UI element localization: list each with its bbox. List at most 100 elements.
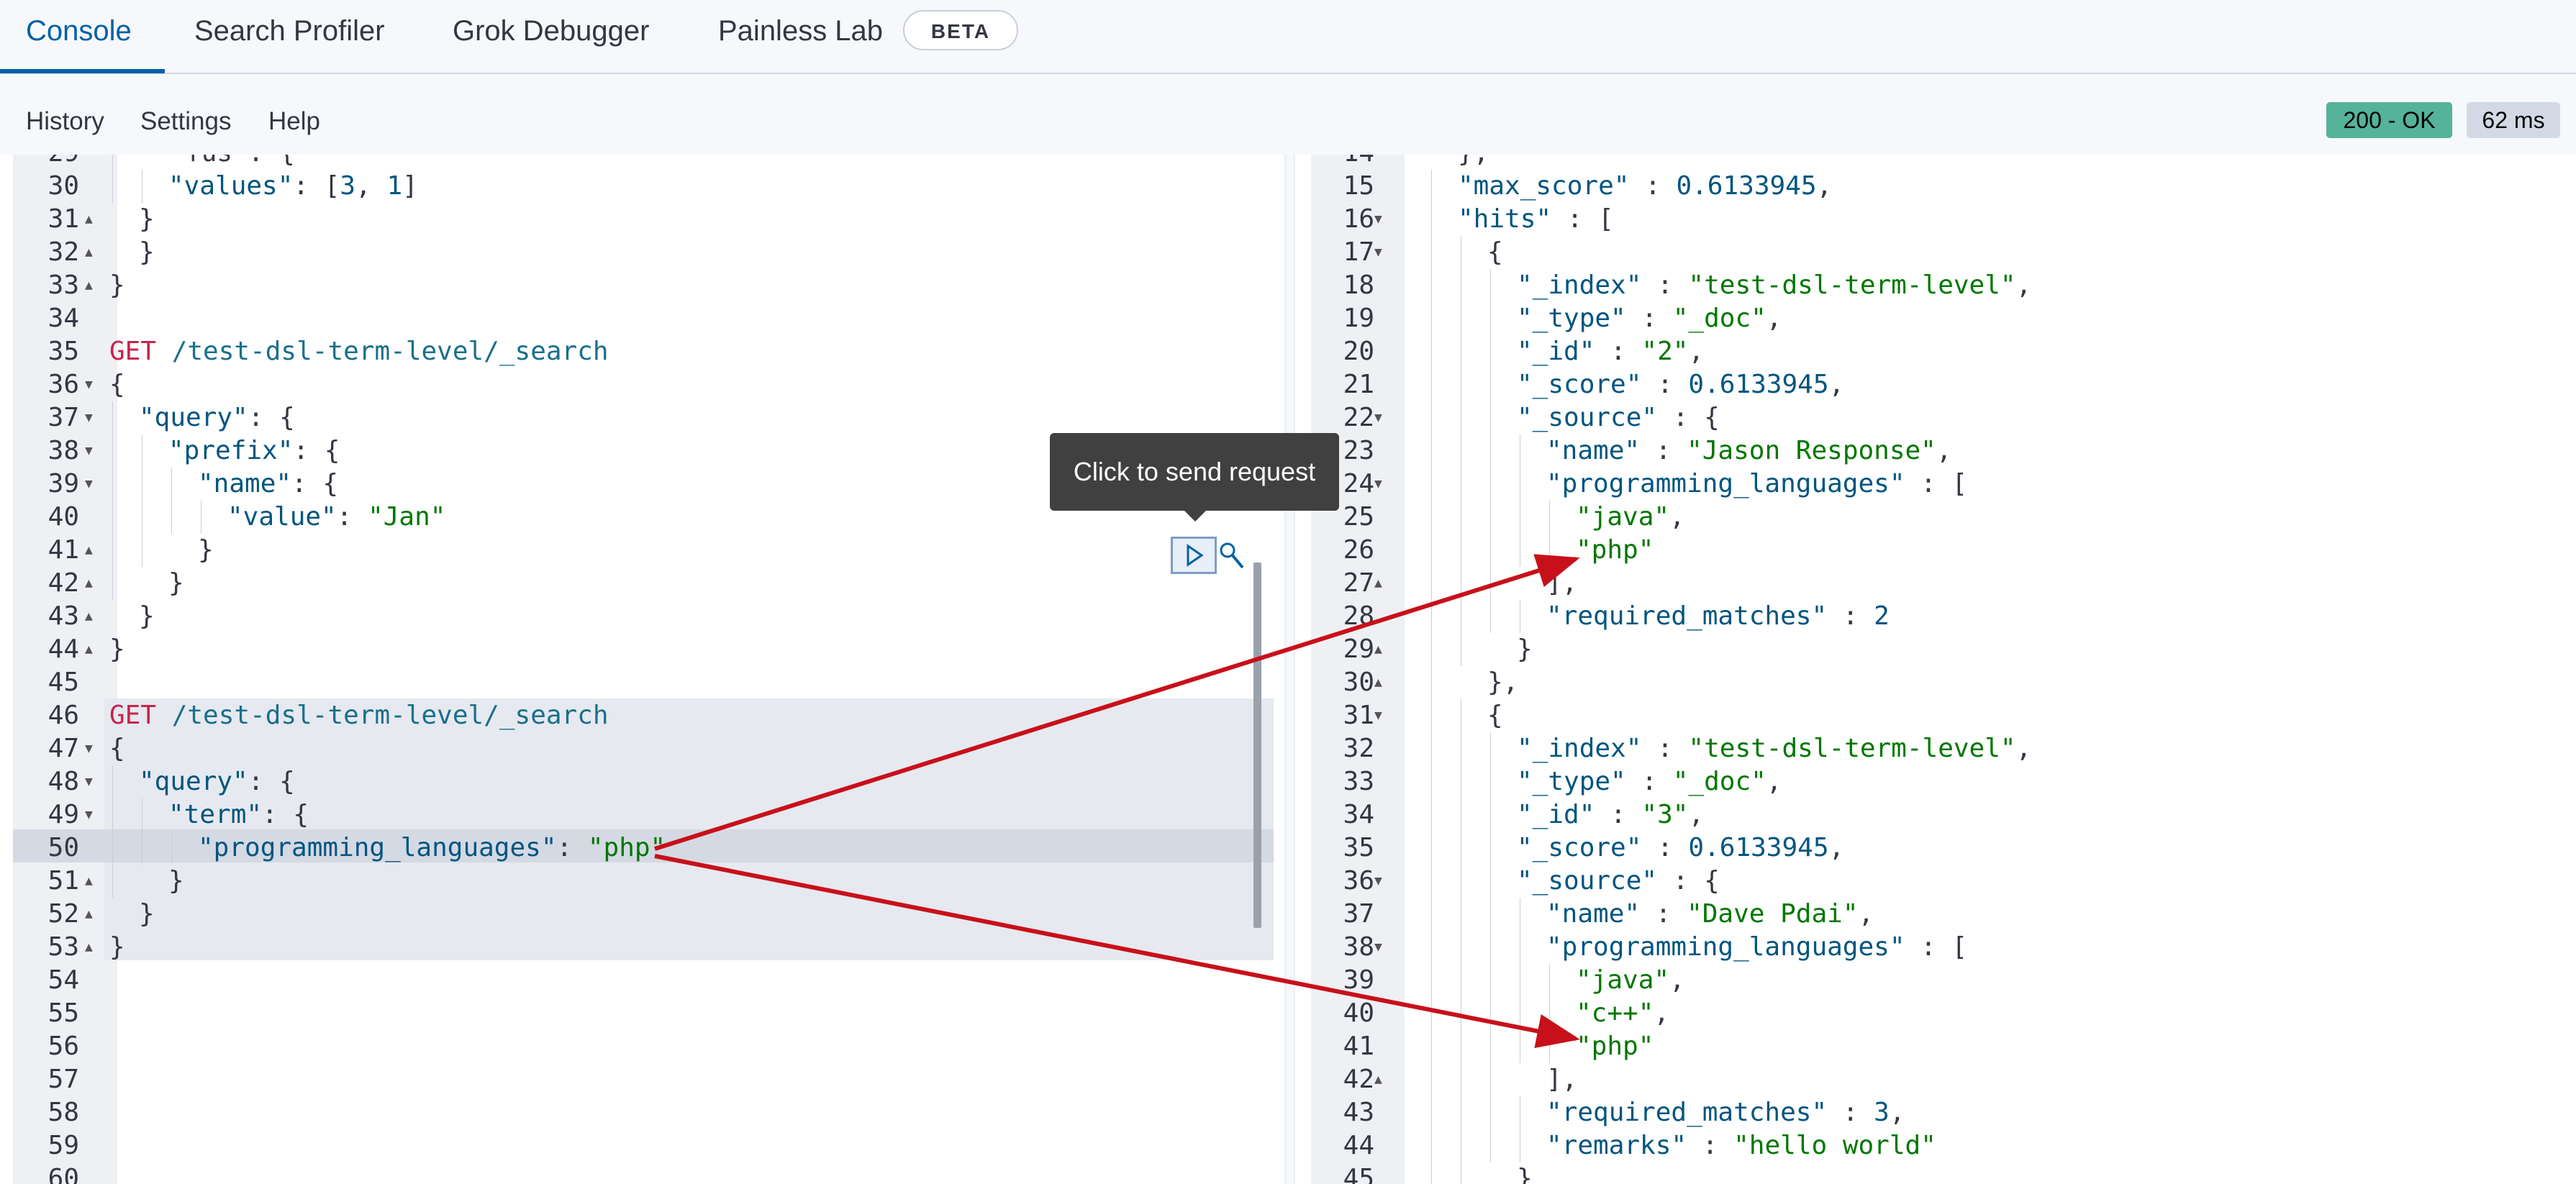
code-text: "php": [1576, 1030, 1654, 1063]
token-pun: :: [1625, 767, 1673, 796]
line-number: 33: [1343, 767, 1374, 796]
token-pun: : [: [293, 171, 340, 201]
token-pun: }: [168, 866, 184, 896]
code-text: "name" : "Dave Pdai",: [1546, 898, 1874, 931]
token-num: 0.6133945: [1688, 833, 1829, 862]
indent-guide: [1490, 898, 1491, 931]
token-pun: }: [198, 535, 214, 565]
code-text: }: [1517, 1162, 1533, 1184]
fold-toggle-icon[interactable]: ▲: [85, 245, 93, 260]
fold-toggle-icon[interactable]: ▼: [1374, 476, 1382, 491]
pane-resizer[interactable]: [1284, 155, 1295, 1184]
indent-guide: [1490, 1063, 1491, 1096]
line-number: 48: [47, 767, 79, 796]
settings-menu-item[interactable]: Settings: [140, 107, 232, 135]
fold-toggle-icon[interactable]: ▲: [1374, 642, 1382, 657]
code-text: "name" : "Jason Response",: [1546, 434, 1952, 468]
fold-toggle-icon[interactable]: ▲: [1374, 1072, 1382, 1087]
fold-toggle-icon[interactable]: ▼: [1374, 708, 1382, 723]
line-number: 31: [47, 204, 79, 234]
fold-toggle-icon[interactable]: ▲: [1374, 675, 1382, 690]
code-text: "programming_languages": "php": [198, 832, 666, 865]
token-key: "_score": [1517, 370, 1642, 399]
help-menu-item[interactable]: Help: [268, 107, 320, 135]
indent-guide: [1431, 997, 1432, 1030]
fold-toggle-icon[interactable]: ▲: [85, 278, 93, 293]
line-number: 18: [1343, 270, 1374, 300]
code-text: "programming_languages" : [: [1546, 468, 1967, 501]
fold-toggle-icon[interactable]: ▼: [1374, 873, 1382, 888]
line-number: 58: [47, 1098, 79, 1127]
token-pun: }: [139, 204, 155, 234]
tab-search-profiler[interactable]: Search Profiler: [194, 15, 385, 47]
line-number: 40: [47, 502, 79, 532]
line-number: 57: [47, 1065, 79, 1094]
fold-toggle-icon[interactable]: ▼: [85, 741, 93, 756]
token-key: "programming_languages": [1546, 469, 1905, 498]
fold-toggle-icon[interactable]: ▲: [85, 211, 93, 227]
response-viewer[interactable]: 14},15"max_score" : 0.6133945,16▼"hits" …: [1295, 155, 2576, 1184]
indent-guide: [1431, 401, 1432, 434]
indent-guide: [1490, 765, 1491, 798]
fold-toggle-icon[interactable]: ▼: [1374, 939, 1382, 955]
line-number: 41: [47, 535, 79, 565]
token-pun: :: [1641, 270, 1689, 300]
fold-toggle-icon[interactable]: ▲: [85, 906, 93, 921]
beta-badge: BETA: [903, 10, 1018, 50]
history-menu-item[interactable]: History: [26, 107, 104, 135]
code-text: }: [139, 236, 155, 269]
line-number: 27: [1343, 568, 1374, 598]
token-pun: }: [109, 932, 125, 962]
line-number: 17: [1343, 237, 1374, 267]
fold-toggle-icon[interactable]: ▼: [85, 410, 93, 425]
indent-guide: [1431, 335, 1432, 368]
token-str: "php": [587, 833, 666, 862]
indent-guide: [1490, 732, 1491, 765]
indent-guide: [1490, 931, 1491, 964]
indent-guide: [1490, 501, 1491, 534]
tab-painless-lab[interactable]: Painless Lab: [718, 15, 884, 47]
fold-toggle-icon[interactable]: ▼: [1374, 245, 1382, 260]
fold-toggle-icon[interactable]: ▲: [1374, 575, 1382, 591]
line-number: 32: [1343, 734, 1374, 763]
line-number: 41: [1343, 1032, 1374, 1061]
code-text: "value": "Jan": [227, 501, 445, 534]
token-pun: :: [336, 502, 368, 532]
indent-guide: [1431, 1129, 1432, 1162]
token-pun: ],: [1546, 1065, 1578, 1094]
tab-grok-debugger[interactable]: Grok Debugger: [453, 15, 650, 47]
fold-toggle-icon[interactable]: ▲: [85, 542, 93, 557]
wrench-icon[interactable]: [1217, 540, 1246, 572]
fold-toggle-icon[interactable]: ▼: [1374, 410, 1382, 425]
fold-toggle-icon[interactable]: ▼: [1374, 211, 1382, 227]
line-number: 36: [1343, 866, 1374, 896]
token-pun: : {: [291, 469, 339, 498]
code-text: "fus": {: [139, 155, 294, 170]
fold-toggle-icon[interactable]: ▲: [85, 642, 93, 657]
indent-guide: [1431, 1063, 1432, 1096]
code-text: "values": [3, 1]: [168, 170, 418, 203]
request-editor-scrollbar[interactable]: [1253, 563, 1261, 928]
fold-toggle-icon[interactable]: ▼: [85, 476, 93, 491]
tab-console[interactable]: Console: [26, 15, 132, 47]
token-pun: {: [1487, 237, 1503, 267]
fold-toggle-icon[interactable]: ▲: [85, 609, 93, 624]
fold-toggle-icon[interactable]: ▲: [85, 939, 93, 955]
fold-toggle-icon[interactable]: ▼: [85, 774, 93, 789]
request-editor[interactable]: 29 "fus": {30"values": [3, 1]31▲}32▲}33▲…: [0, 155, 1284, 1184]
token-key: "query": [139, 767, 248, 796]
fold-toggle-icon[interactable]: ▼: [85, 443, 93, 458]
indent-guide: [1431, 633, 1432, 666]
line-number: 46: [47, 701, 79, 730]
indent-guide: [1431, 931, 1432, 964]
send-request-button[interactable]: [1171, 537, 1217, 574]
fold-toggle-icon[interactable]: ▲: [85, 575, 93, 591]
indent-guide: [1431, 765, 1432, 798]
line-number: 23: [1343, 436, 1374, 465]
fold-toggle-icon[interactable]: ▼: [85, 377, 93, 392]
fold-toggle-icon[interactable]: ▲: [85, 873, 93, 888]
line-number: 36: [47, 370, 79, 399]
token-pun: }: [139, 899, 155, 929]
indent-guide: [1431, 832, 1432, 865]
fold-toggle-icon[interactable]: ▼: [85, 807, 93, 822]
